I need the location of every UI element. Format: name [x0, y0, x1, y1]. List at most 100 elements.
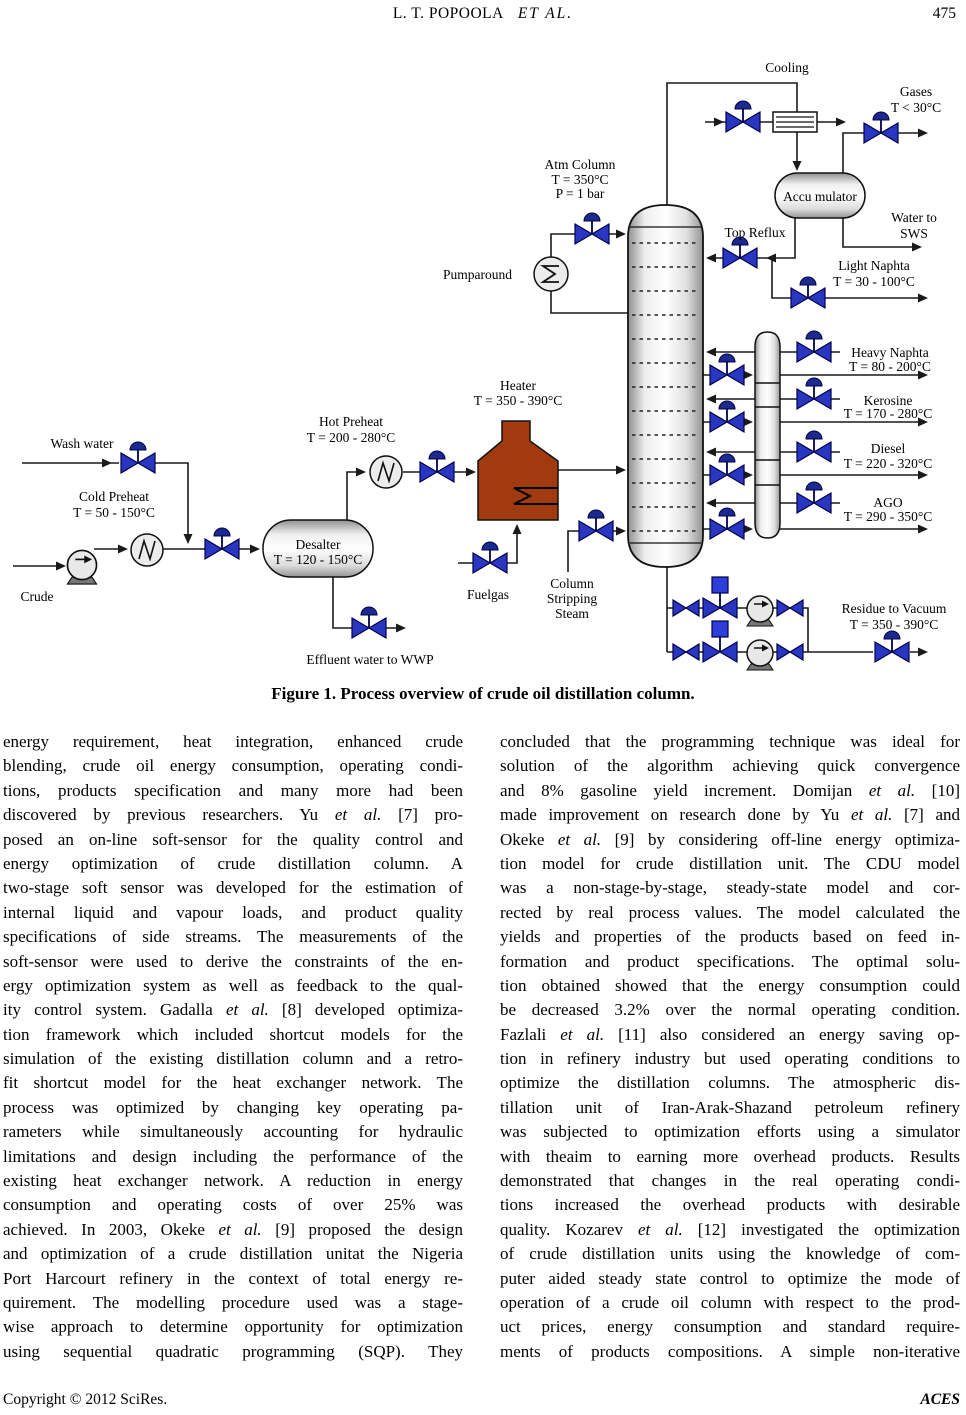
svg-text:P = 1 bar: P = 1 bar — [556, 186, 605, 201]
label-diesel: Diesel — [871, 441, 906, 456]
text-line: achieved. In 2003, Okeke et al. [9] prop… — [3, 1219, 463, 1239]
text-line: was a non-stage-by-stage, steady-state m… — [500, 878, 960, 898]
text-line: tion framework which included shortcut m… — [3, 1024, 463, 1044]
residue-pump-icon — [746, 639, 774, 671]
text-line: rameters while simultaneously accounting… — [3, 1122, 463, 1142]
text-line: made improvement on research done by Yu … — [500, 805, 960, 825]
label-cold-preheat: Cold Preheat — [79, 489, 149, 504]
text-line: operation of a crude oil column with res… — [500, 1292, 960, 1312]
pumparound-exchanger-icon — [533, 256, 569, 292]
label-kerosine: Kerosine — [864, 393, 913, 408]
text-line: puter aided steady state control to opti… — [500, 1268, 960, 1288]
label-light-naphta: Light Naphta — [838, 258, 910, 273]
text-line: optimize the distillation columns. The a… — [500, 1073, 960, 1093]
svg-text:T = 50 - 150°C: T = 50 - 150°C — [73, 505, 155, 520]
text-line: using sequential quadratic programming (… — [3, 1341, 463, 1361]
article-body: energy requirement, heat integration, en… — [3, 730, 963, 1364]
svg-text:T = 350 - 390°C: T = 350 - 390°C — [474, 393, 563, 408]
desalter-vessel — [262, 519, 374, 578]
text-line: tion obtained showed that the energy con… — [500, 975, 960, 995]
label-cooling: Cooling — [765, 60, 809, 75]
text-line: discovered by previous researchers. Yu e… — [3, 805, 463, 825]
journal-abbreviation: ACES — [920, 1391, 960, 1408]
label-residue: Residue to Vacuum — [842, 601, 947, 616]
text-line: Fazlali et al. [11] also considered an e… — [500, 1024, 960, 1044]
process-flow-diagram: Cooling Gases T < 30°C Atm Column T = 35… — [13, 60, 947, 671]
text-line: specifications of side streams. The meas… — [3, 927, 463, 947]
text-line: blending, crude oil energy consumption, … — [3, 756, 463, 776]
text-line: of crude distillation units using the kn… — [500, 1244, 960, 1264]
svg-text:T = 200 - 280°C: T = 200 - 280°C — [307, 430, 396, 445]
text-line: and optimization of a crude distillation… — [3, 1244, 463, 1264]
text-line: quirement. The modelling procedure used … — [3, 1292, 463, 1312]
cold-preheat-exchanger-icon — [130, 533, 164, 567]
author-names: L. T. POPOOLA — [392, 5, 504, 22]
text-line: wise approach to determine opportunity f… — [3, 1317, 463, 1337]
residue-pump-icon — [746, 595, 774, 627]
label-atm-column: Atm Column — [545, 157, 616, 172]
svg-text:T = 220 - 320°C: T = 220 - 320°C — [844, 456, 933, 471]
label-stripping-steam: Column — [550, 576, 594, 591]
svg-text:T = 350 - 390°C: T = 350 - 390°C — [850, 617, 939, 632]
text-line: rected by real process values. The model… — [500, 902, 960, 922]
text-line: internal liquid and vapour loads, and pr… — [3, 902, 463, 922]
label-water-sws: Water to — [891, 210, 937, 225]
text-line: yields and properties of the products ba… — [500, 927, 960, 947]
label-crude: Crude — [21, 589, 54, 604]
text-line: solution of the algorithm achieving quic… — [500, 756, 960, 776]
diagram-labels: Cooling Gases T < 30°C Atm Column T = 35… — [21, 60, 947, 667]
text-line: tillation unit of Iran-Arak-Shazand petr… — [500, 1097, 960, 1117]
text-line: tion in refinery industry but used opera… — [500, 1049, 960, 1069]
heater-coil — [513, 487, 558, 505]
et-al-suffix: ET AL. — [517, 5, 574, 22]
text-line: posed an on-line soft-sensor for the qua… — [3, 829, 463, 849]
text-line: energy requirement, heat integration, en… — [3, 732, 463, 751]
text-line: two-stage soft sensor was developed for … — [3, 878, 463, 898]
copyright-notice: Copyright © 2012 SciRes. — [3, 1391, 168, 1408]
text-line: quality. Kozarev et al. [12] investigate… — [500, 1219, 960, 1239]
label-fuelgas: Fuelgas — [467, 587, 509, 602]
label-heater: Heater — [500, 378, 536, 393]
text-line: was subjected to optimization efforts us… — [500, 1122, 960, 1142]
svg-text:Stripping: Stripping — [547, 591, 598, 606]
page-number: 475 — [932, 5, 956, 22]
svg-text:T = 350°C: T = 350°C — [551, 172, 608, 187]
left-text-column: energy requirement, heat integration, en… — [3, 730, 463, 1364]
label-top-reflux: Top Reflux — [725, 225, 786, 240]
text-line: simulation of the existing distillation … — [3, 1049, 463, 1069]
svg-text:T = 120 - 150°C: T = 120 - 150°C — [274, 552, 363, 567]
text-line: demonstrated that changes in the real op… — [500, 1171, 960, 1191]
text-line: formation and product specifications. Th… — [500, 951, 960, 971]
right-text-column: concluded that the programming technique… — [500, 730, 960, 1364]
text-line: uct prices, energy consumption and stand… — [500, 1317, 960, 1337]
text-line: tion model for crude distillation unit. … — [500, 853, 960, 873]
text-line: and 8% gasoline yield increment. Domijan… — [500, 780, 960, 800]
svg-text:T = 80 - 200°C: T = 80 - 200°C — [849, 359, 931, 374]
label-wash-water: Wash water — [50, 436, 114, 451]
text-line: consumption and operating costs of over … — [3, 1195, 463, 1215]
svg-text:Steam: Steam — [555, 606, 589, 621]
page-header: L. T. POPOOLA ET AL. 475 — [0, 5, 966, 27]
text-line: be decreased 3.2% over the normal operat… — [500, 1000, 960, 1020]
process-pipes — [13, 82, 926, 653]
text-line: energy optimization of crude distillatio… — [3, 853, 463, 873]
text-line: tions increased the overhead products wi… — [500, 1195, 960, 1215]
hot-preheat-exchanger-icon — [369, 455, 403, 489]
text-line: soft-sensor were used to derive the cons… — [3, 951, 463, 971]
text-line: fit shortcut model for the heat exchange… — [3, 1073, 463, 1093]
running-head: L. T. POPOOLA ET AL. — [0, 5, 966, 23]
condenser — [772, 111, 818, 133]
text-line: process was optimized by changing key op… — [3, 1097, 463, 1117]
atmospheric-column — [627, 204, 704, 568]
text-line: ity control system. Gadalla et al. [8] d… — [3, 1000, 463, 1020]
svg-text:SWS: SWS — [900, 226, 928, 241]
svg-text:T < 30°C: T < 30°C — [891, 100, 941, 115]
fired-heater — [477, 420, 559, 521]
label-heavy-naphta: Heavy Naphta — [851, 345, 929, 360]
label-hot-preheat: Hot Preheat — [319, 414, 383, 429]
text-line: Okeke et al. [9] by considering off-line… — [500, 829, 960, 849]
text-line: ments of products compositions. A simple… — [500, 1341, 960, 1361]
text-line: Port Harcourt refinery in the context of… — [3, 1268, 463, 1288]
accumulator-vessel — [774, 172, 866, 219]
